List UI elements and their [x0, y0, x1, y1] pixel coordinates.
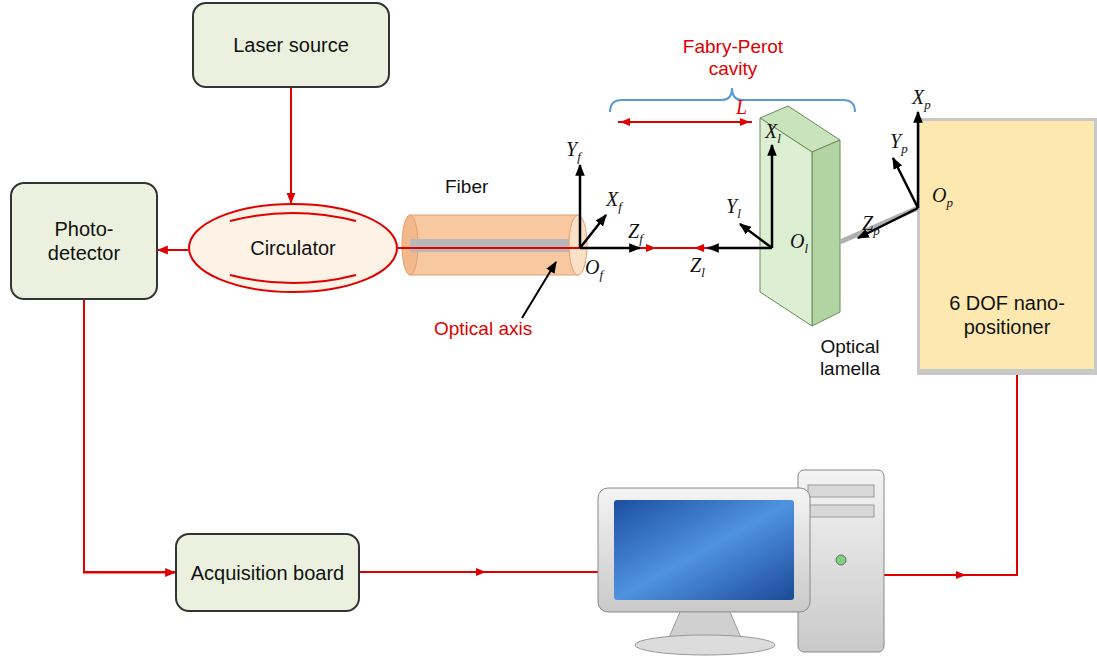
node-text: Acquisition board: [191, 561, 344, 585]
axis-label: Ol: [790, 230, 808, 256]
part-label: Optical lamella: [800, 336, 900, 380]
lamella-axes: [708, 145, 772, 248]
axis-label: Zp: [862, 212, 880, 238]
axis-name-label: Optical axis: [434, 318, 532, 340]
mount-rod: [840, 208, 918, 242]
axis-label: Xl: [765, 120, 781, 146]
positioner-box: 6 DOF nano-positioner: [917, 118, 1097, 375]
source-box: Laser source: [192, 2, 390, 88]
node-text: Circulator: [250, 236, 336, 260]
node-text: 6 DOF nano-positioner: [942, 291, 1072, 339]
detector-box: Photo-detector: [10, 182, 158, 300]
axis-label: Xp: [912, 86, 931, 112]
signal-connector: [290, 88, 292, 203]
cavity-label: Fabry-Perot cavity: [668, 36, 798, 80]
node-text: Photo-detector: [34, 217, 134, 265]
leader-line: [522, 262, 556, 318]
acquisition-box: Acquisition board: [175, 533, 360, 612]
axis-label: Yl: [726, 195, 741, 221]
axis-label: Xf: [606, 188, 622, 214]
axis-label: Of: [585, 256, 603, 282]
signal-connector: [84, 300, 175, 573]
part-label: Fiber: [445, 176, 488, 198]
axis-label: Yp: [890, 130, 908, 156]
axis-label: Zf: [628, 220, 643, 246]
node-text: Laser source: [233, 33, 349, 57]
axis-label: Zl: [690, 254, 705, 280]
length-label: L: [736, 96, 747, 119]
cavity-bracket: [610, 88, 855, 112]
signal-connector: [158, 249, 188, 251]
circulator-ellipse: Circulator: [188, 203, 398, 293]
axis-label: Op: [932, 184, 953, 210]
axis-label: Yf: [566, 138, 581, 164]
optical-lamella: [760, 106, 840, 326]
computer-icon: [598, 470, 884, 655]
fiber-cylinder: [402, 215, 587, 275]
